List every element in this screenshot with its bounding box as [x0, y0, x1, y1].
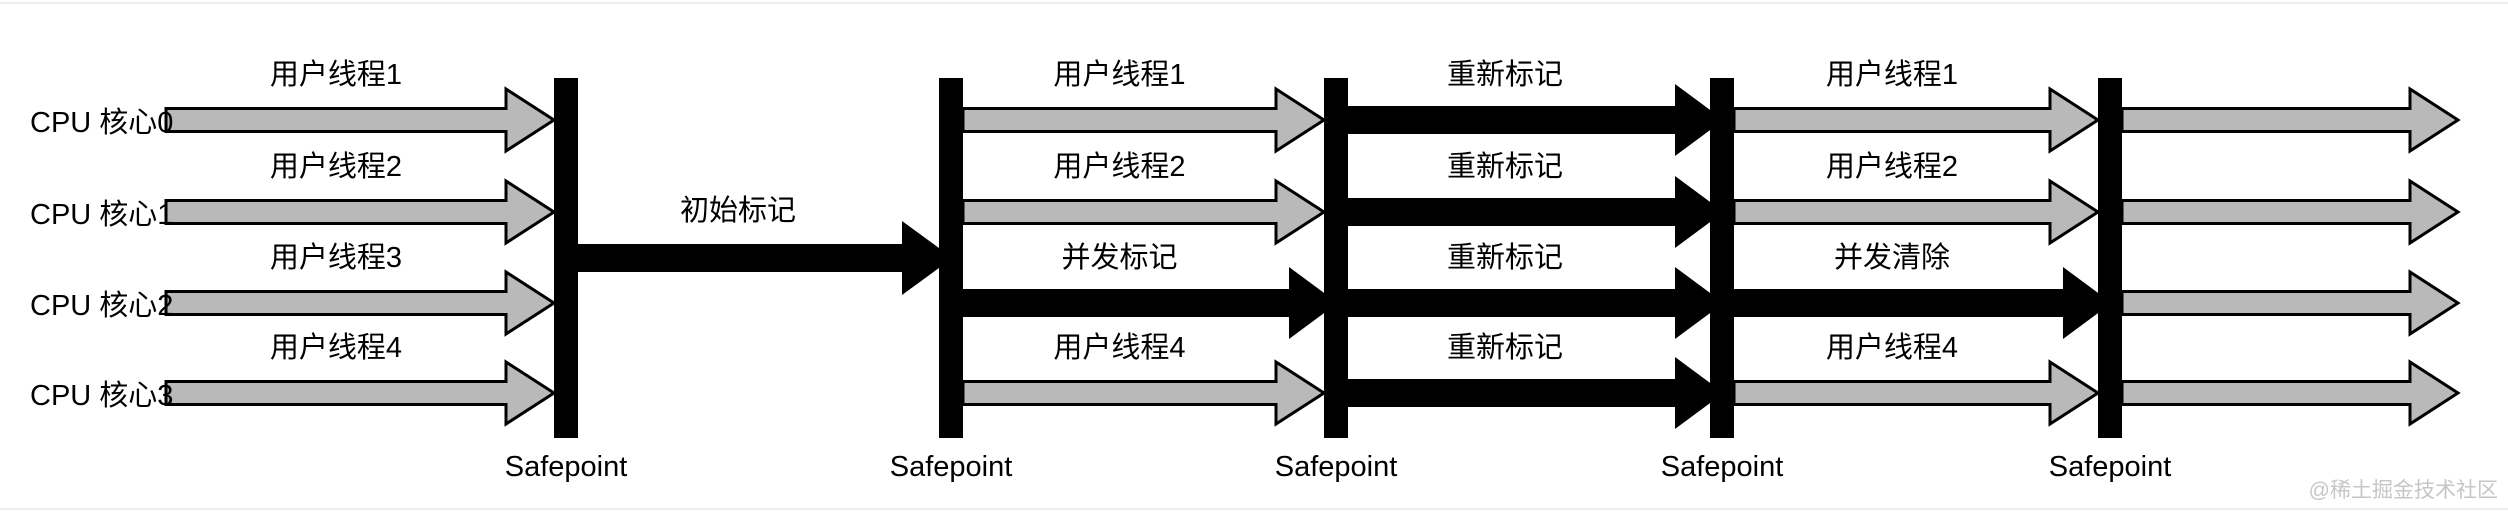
- concurrent-sweep-phase-gc-arrow: [1719, 267, 2112, 339]
- concurrent-mark-phase-row1-label: 用户线程1: [1053, 59, 1186, 92]
- remark-phase-gc-arrow: [1333, 84, 1724, 156]
- concurrent-mark-phase-thread-arrow: [961, 359, 1327, 427]
- concurrent-mark-phase-row4-label: 用户线程4: [1053, 332, 1186, 365]
- user-threads-resumed-thread-arrow: [2120, 86, 2461, 154]
- user-threads-running-row3-label: 用户线程3: [269, 242, 403, 275]
- safepoint-bar-1: [554, 78, 578, 438]
- concurrent-mark-phase-thread-arrow: [961, 86, 1327, 154]
- cpu-core-label-2: CPU 核心2: [30, 290, 174, 322]
- user-threads-resumed-thread-arrow: [2120, 269, 2461, 337]
- concurrent-sweep-phase-row2-label: 用户线程2: [1825, 151, 1959, 184]
- bottom-divider: [0, 508, 2508, 510]
- concurrent-mark-phase-row3-label: 并发标记: [1061, 242, 1178, 275]
- safepoint-bar-4: [1710, 78, 1734, 438]
- concurrent-sweep-phase-row4-label: 用户线程4: [1825, 332, 1959, 365]
- user-threads-running-thread-arrow: [164, 178, 557, 246]
- concurrent-sweep-phase-row3-label: 并发清除: [1833, 242, 1951, 275]
- user-threads-running-thread-arrow: [164, 359, 557, 427]
- concurrent-mark-phase-thread-arrow: [961, 178, 1327, 246]
- remark-phase-row1-label: 重新标记: [1446, 59, 1564, 92]
- safepoint-label-2: Safepoint: [889, 451, 1013, 484]
- cpu-core-label-1: CPU 核心1: [30, 199, 174, 231]
- safepoint-label-3: Safepoint: [1274, 451, 1398, 484]
- user-threads-running-thread-arrow: [164, 86, 557, 154]
- cpu-core-label-3: CPU 核心3: [30, 380, 174, 412]
- user-threads-resumed-thread-arrow: [2120, 178, 2461, 246]
- remark-phase-gc-arrow: [1333, 176, 1724, 248]
- safepoint-bar-5: [2098, 78, 2122, 438]
- watermark: @稀土掘金技术社区: [2308, 479, 2498, 502]
- user-threads-running-row4-label: 用户线程4: [269, 332, 403, 365]
- user-threads-running-row1-label: 用户线程1: [269, 59, 403, 92]
- concurrent-sweep-phase-thread-arrow: [1732, 359, 2101, 427]
- safepoint-bar-3: [1324, 78, 1348, 438]
- concurrent-mark-phase-gc-arrow: [948, 267, 1338, 339]
- initial-mark-label: 初始标记: [679, 195, 797, 228]
- initial-mark-arrow: [577, 221, 953, 295]
- remark-phase-row4-label: 重新标记: [1446, 332, 1564, 365]
- remark-phase-row2-label: 重新标记: [1446, 151, 1564, 184]
- user-threads-running-row2-label: 用户线程2: [269, 151, 403, 184]
- remark-phase-row3-label: 重新标记: [1446, 242, 1564, 275]
- safepoint-label-1: Safepoint: [504, 451, 628, 484]
- safepoint-label-5: Safepoint: [2048, 451, 2172, 484]
- concurrent-sweep-phase-row1-label: 用户线程1: [1825, 59, 1959, 92]
- remark-phase-gc-arrow: [1333, 267, 1724, 339]
- cpu-core-label-0: CPU 核心0: [30, 107, 174, 139]
- user-threads-resumed-thread-arrow: [2120, 359, 2461, 427]
- user-threads-running-thread-arrow: [164, 269, 557, 337]
- top-divider: [0, 2, 2508, 4]
- safepoint-label-4: Safepoint: [1660, 451, 1784, 484]
- safepoint-bar-2: [939, 78, 963, 438]
- remark-phase-gc-arrow: [1333, 357, 1724, 429]
- concurrent-sweep-phase-thread-arrow: [1732, 178, 2101, 246]
- concurrent-sweep-phase-thread-arrow: [1732, 86, 2101, 154]
- concurrent-mark-phase-row2-label: 用户线程2: [1053, 151, 1186, 184]
